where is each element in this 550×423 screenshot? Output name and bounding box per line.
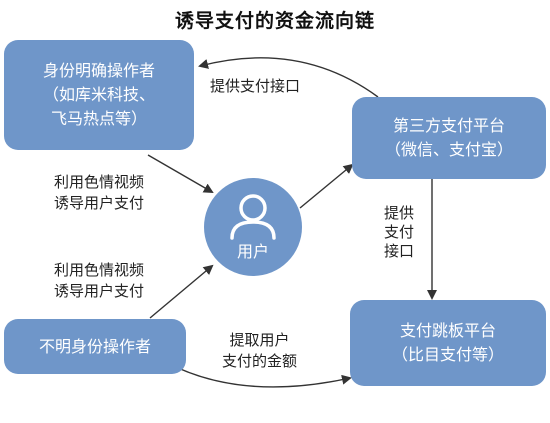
node-jump-platform-line1: 支付跳板平台 — [399, 321, 496, 340]
node-unknown-operator: 不明身份操作者 — [4, 319, 186, 374]
node-identified-operator-line3: 飞马热点等） — [50, 109, 147, 128]
edge-label-induce-1-line2: 诱导用户支付 — [54, 194, 145, 212]
node-identified-operator-line1: 身份明确操作者 — [42, 61, 155, 80]
node-identified-operator: 身份明确操作者 （如库米科技、 飞马热点等） — [4, 40, 194, 150]
node-third-party-line1: 第三方支付平台 — [392, 116, 505, 135]
edge-label-extract-line1: 提取用户 — [229, 331, 290, 349]
edge-label-interface-top: 提供支付接口 — [210, 76, 300, 97]
edge-label-induce-1: 利用色情视频 诱导用户支付 — [54, 172, 144, 214]
arrow-induce-2 — [149, 264, 214, 319]
edge-label-interface-right-line3: 接口 — [384, 242, 415, 260]
arrow-extract — [177, 367, 352, 388]
arrow-user-to-third-party — [299, 163, 354, 209]
edge-label-interface-right-line1: 提供 — [384, 204, 415, 222]
edge-label-interface-top-text: 提供支付接口 — [210, 77, 301, 95]
arrow-induce-1 — [147, 154, 214, 194]
node-unknown-operator-label: 不明身份操作者 — [38, 336, 151, 356]
arrow-interface-top — [198, 57, 379, 98]
edge-label-extract-line2: 支付的金额 — [222, 352, 298, 370]
node-jump-platform-line2: （比目支付等） — [391, 345, 504, 364]
node-third-party-line2: （微信、支付宝） — [384, 140, 513, 159]
edge-label-interface-right: 提供 支付 接口 — [384, 204, 414, 261]
edge-label-induce-1-line1: 利用色情视频 — [54, 173, 145, 191]
edge-label-induce-2: 利用色情视频 诱导用户支付 — [54, 260, 144, 302]
edge-label-extract: 提取用户 支付的金额 — [222, 330, 297, 372]
edge-label-induce-2-line2: 诱导用户支付 — [54, 282, 145, 300]
diagram-title: 诱导支付的资金流向链 — [174, 10, 375, 32]
user-icon — [230, 194, 276, 240]
node-identified-operator-line2: （如库米科技、 — [42, 85, 155, 104]
edge-label-induce-2-line1: 利用色情视频 — [54, 261, 145, 279]
node-jump-platform: 支付跳板平台 （比目支付等） — [350, 300, 546, 386]
node-user: 用户 — [204, 178, 302, 276]
node-third-party: 第三方支付平台 （微信、支付宝） — [352, 97, 546, 179]
edge-label-interface-right-line2: 支付 — [384, 223, 415, 241]
node-user-label: 用户 — [236, 242, 269, 261]
